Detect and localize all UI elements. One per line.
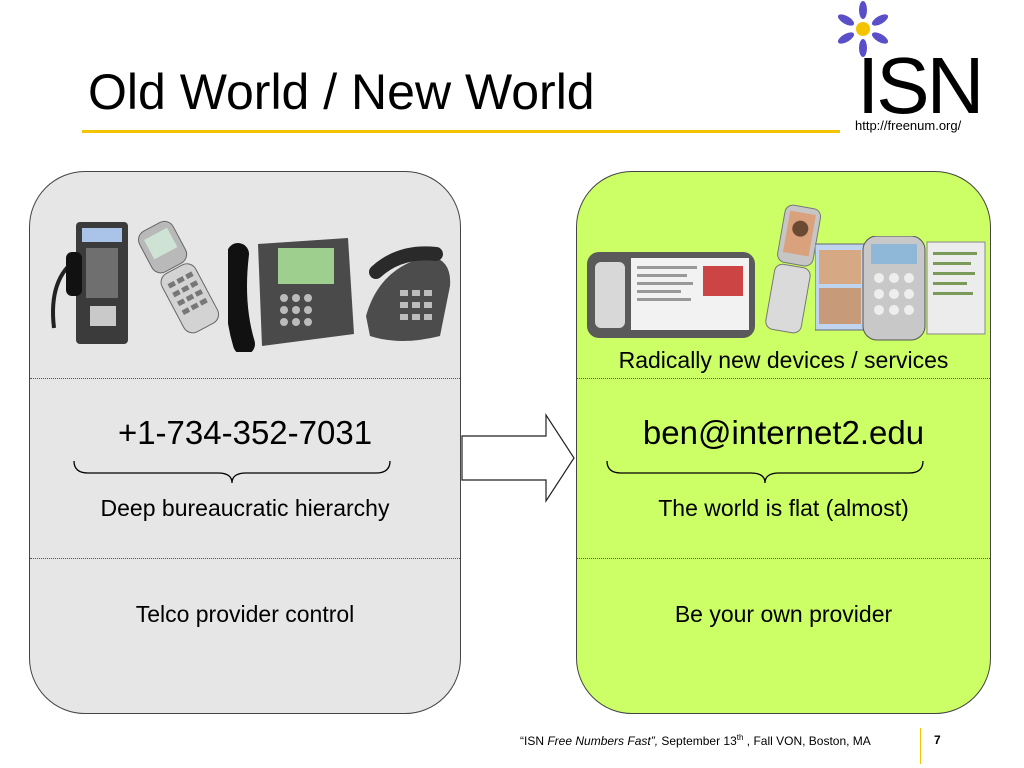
panel-divider (577, 558, 990, 559)
hierarchy-label: Deep bureaucratic hierarchy (100, 495, 390, 521)
video-phone-image (765, 204, 822, 334)
panel-divider (30, 378, 460, 379)
flip-phone-image (138, 220, 220, 334)
desk-phone-image (228, 238, 354, 352)
curly-brace-icon (606, 460, 924, 484)
title-underline (82, 130, 840, 133)
payphone-image (51, 222, 128, 344)
flat-label: The world is flat (almost) (658, 495, 909, 521)
phone-number: +1-734-352-7031 (117, 414, 373, 451)
isn-logo-text: ISN (857, 41, 984, 130)
slide-title: Old World / New World (88, 64, 595, 120)
devices-caption: Radically new devices / services (618, 347, 949, 373)
footer-citation: “ISN Free Numbers Fast”, September 13th … (520, 733, 871, 748)
control-label: Telco provider control (135, 601, 355, 627)
email-address: ben@internet2.edu (642, 414, 925, 451)
panel-divider (577, 378, 990, 379)
office-phone-image (366, 246, 451, 341)
panel-divider (30, 558, 460, 559)
page-number: 7 (934, 733, 941, 747)
tablet-image (587, 252, 755, 338)
footer-divider (920, 728, 921, 764)
softphone-image (815, 236, 986, 341)
provider-label: Be your own provider (674, 601, 893, 627)
logo-url[interactable]: http://freenum.org/ (855, 118, 962, 133)
right-arrow-icon (461, 413, 575, 503)
new-world-panel: Radically new devices / services ben@int… (576, 171, 991, 714)
old-world-panel: +1-734-352-7031 Deep bureaucratic hierar… (29, 171, 461, 714)
curly-brace-icon (73, 460, 391, 484)
flower-logo-icon (837, 1, 889, 57)
